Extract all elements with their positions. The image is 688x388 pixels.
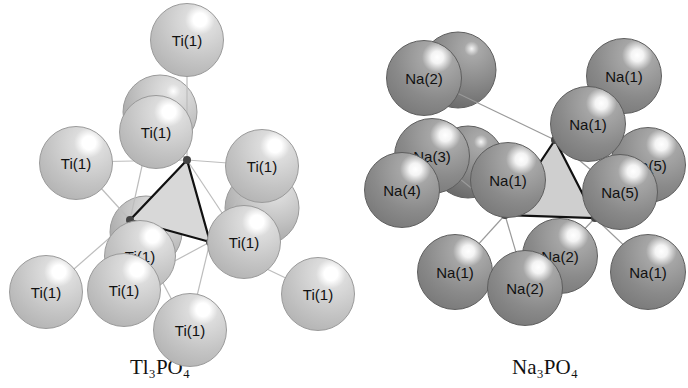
- atom-label: Na(2): [506, 280, 544, 297]
- na-atom: Na(2): [487, 250, 563, 326]
- atom-label: Ti(1): [141, 124, 171, 141]
- atom-label: Ti(1): [229, 234, 259, 251]
- ti-atom: Ti(1): [207, 205, 281, 279]
- ti-atom: Ti(1): [281, 257, 355, 331]
- atom-label: Na(5): [601, 184, 639, 201]
- na-atom: Na(1): [610, 234, 686, 310]
- atom-label: Na(1): [489, 172, 527, 189]
- atom-label: Ti(1): [175, 322, 205, 339]
- atom-label: Ti(1): [31, 284, 61, 301]
- atom-label: Na(1): [569, 116, 607, 133]
- ti-atom: Ti(1): [150, 3, 224, 77]
- na-atom: Na(5): [582, 154, 658, 230]
- atom-label: Ti(1): [303, 286, 333, 303]
- atom-label: Na(2): [405, 70, 443, 87]
- atom-label: Ti(1): [109, 282, 139, 299]
- na-atom: Na(1): [470, 142, 546, 218]
- atom-label: Na(4): [383, 182, 421, 199]
- ti-atom: Ti(1): [153, 293, 227, 367]
- formula-caption: Na₃PO₄: [512, 355, 578, 380]
- atom-label: Na(1): [436, 264, 474, 281]
- atom-label: Ti(1): [172, 32, 202, 49]
- na-atom: Na(1): [550, 86, 626, 162]
- ti-atom: Ti(1): [39, 126, 113, 200]
- ti-atom: Ti(1): [225, 129, 299, 203]
- ti-atom: Ti(1): [87, 253, 161, 327]
- ti-atom: Ti(1): [119, 95, 193, 169]
- atom-label: Ti(1): [61, 155, 91, 172]
- na-atom: Na(2): [386, 40, 462, 116]
- atom-label: Na(1): [629, 264, 667, 281]
- na-atom: Na(1): [417, 234, 493, 310]
- ti-atom: Ti(1): [9, 255, 83, 329]
- atom-label: Ti(1): [247, 158, 277, 175]
- atom-label: Na(1): [605, 68, 643, 85]
- na-atom: Na(4): [364, 152, 440, 228]
